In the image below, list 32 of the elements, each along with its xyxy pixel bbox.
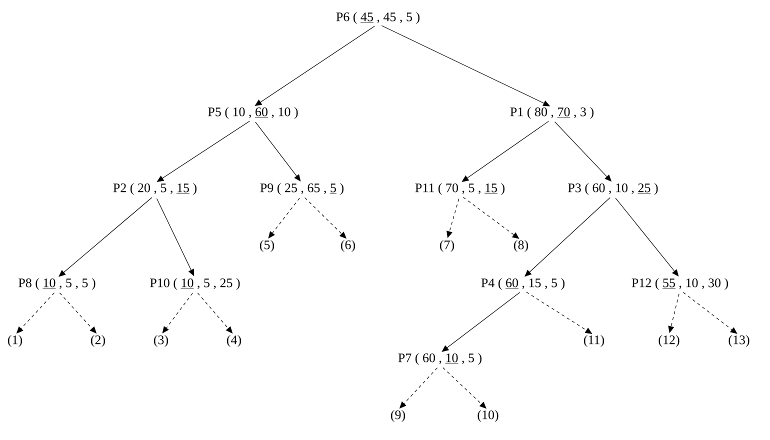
tree-node-label: P6 ( 45 , 45 , 5 ) [336,12,420,24]
tree-node-label: P5 ( 10 , 60 , 10 ) [208,107,298,119]
tree-node-label: P7 ( 60 , 10 , 5 ) [398,353,482,365]
leaf-label: (2) [91,335,106,347]
leaf-label: (10) [478,410,498,422]
arrow [442,292,520,352]
arrow [162,292,193,334]
leaf-label: (6) [341,240,356,252]
tree-node-label: P11 ( 70 , 5 , 15 ) [415,183,504,195]
leaf-label: (9) [391,410,406,422]
arrow [462,196,520,239]
arrow [255,122,301,182]
leaf-label: (7) [440,240,454,252]
arrow [462,120,550,182]
leaf-label: (8) [514,240,528,252]
tree-node-label: P1 ( 80 , 70 , 3 ) [510,107,594,119]
tree-node-label: P2 ( 20 , 5 , 15 ) [113,183,196,195]
leaf-label: (1) [8,335,22,347]
arrow [682,292,738,334]
leaf-label: (3) [154,335,168,347]
leaf-label: (4) [227,335,242,347]
tree-node-label: P3 ( 60 , 10 , 25 ) [568,183,658,195]
tree-node-label: P8 ( 10 , 5 , 5 ) [18,278,96,290]
tree-node-label: P4 ( 60 , 15 , 5 ) [481,278,564,290]
tree-node-label: P12 ( 55 , 10 , 30 ) [632,278,728,290]
arrow [58,197,152,277]
leaf-label: (5) [260,240,274,252]
leaf-label: (12) [658,335,680,347]
tree-node-label: P9 ( 25 , 65 , 5 ) [260,183,344,195]
leaf-label: (13) [728,335,750,347]
tree-node-label: P10 ( 10 , 5 , 25 ) [150,278,240,290]
leaf-label: (11) [584,335,604,347]
